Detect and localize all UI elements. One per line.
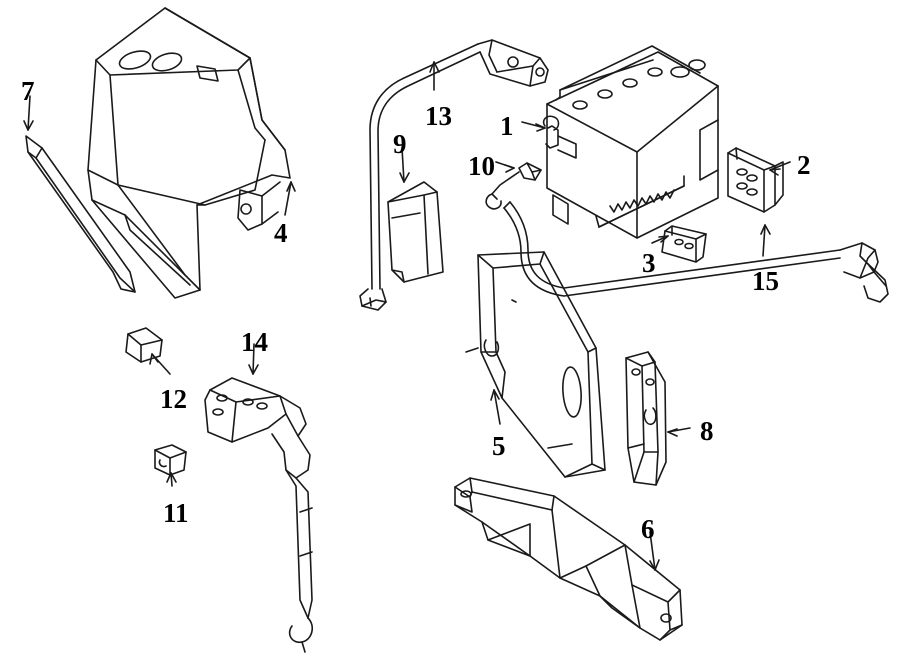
part-2-hold-down-bracket [727, 147, 784, 213]
part-14-ground-cable [204, 377, 314, 653]
part-10-bolt [485, 162, 542, 210]
part-4-air-duct-cover [87, 7, 291, 299]
callout-12: 12 [160, 384, 187, 414]
callout-10: 10 [468, 151, 495, 181]
callout-13: 13 [425, 101, 452, 131]
callout-15: 15 [752, 266, 779, 296]
callout-7: 7 [21, 76, 35, 106]
part-9-shield-plate [387, 181, 444, 283]
part-12-cap-cover [125, 327, 163, 363]
callout-3: 3 [642, 248, 656, 278]
callout-5: 5 [492, 431, 506, 461]
part-8-side-bracket [625, 351, 667, 486]
part-13-positive-cable [359, 39, 549, 311]
part-1-battery [542, 45, 719, 239]
part-7-duct-strip [25, 135, 136, 293]
callout-1: 1 [500, 111, 514, 141]
part-11-small-clip [154, 444, 187, 476]
callout-9: 9 [393, 129, 407, 159]
callout-8: 8 [700, 416, 714, 446]
callout-14: 14 [241, 327, 268, 357]
callout-2: 2 [797, 150, 811, 180]
callout-6: 6 [641, 514, 655, 544]
part-6-tray-support [454, 477, 683, 641]
callout-11: 11 [163, 498, 189, 528]
part-3-battery-clamp [661, 225, 707, 263]
leader-lines [23, 61, 791, 571]
callout-4: 4 [274, 218, 288, 248]
part-5-tray-panel [465, 251, 606, 478]
